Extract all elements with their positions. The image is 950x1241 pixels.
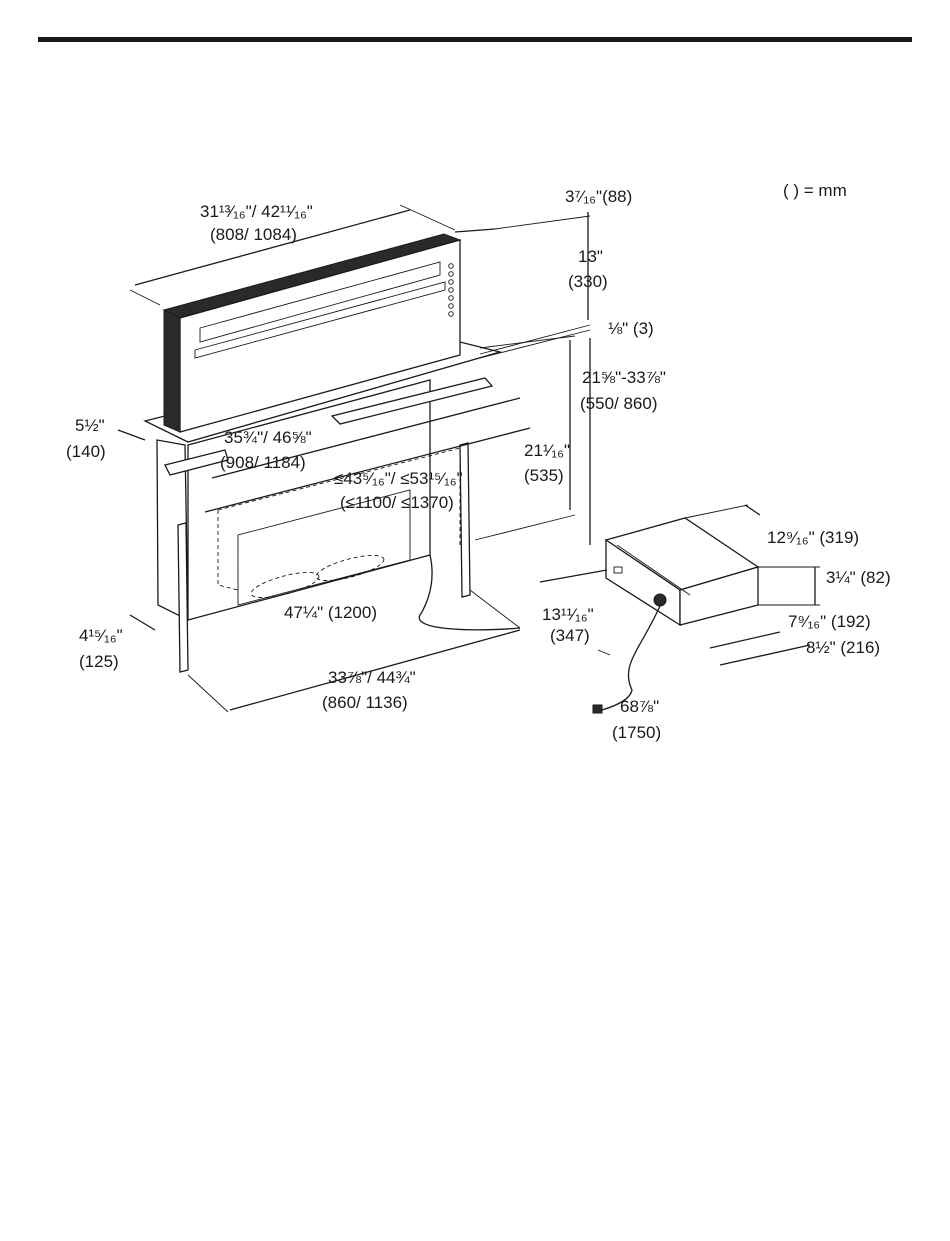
label-bracket-width: 35¾"/ 46⅝" xyxy=(224,428,312,447)
label-install-height-mm: (550/ 860) xyxy=(580,394,658,413)
label-rise-mm: (330) xyxy=(568,272,608,291)
rail-left xyxy=(178,523,188,672)
label-gap: ⅛" (3) xyxy=(608,319,654,338)
label-box-to-blower: 13¹¹⁄₁₆" xyxy=(542,605,594,624)
label-bottom-depth-mm: (125) xyxy=(79,652,119,671)
power-cord xyxy=(602,606,660,710)
label-hood-width-mm: (808/ 1084) xyxy=(210,225,297,244)
label-box-depth: 12⁹⁄₁₆" (319) xyxy=(767,528,859,547)
label-bracket-width-mm: (908/ 1184) xyxy=(220,453,306,472)
label-top-depth: 3⁷⁄₁₆"(88) xyxy=(565,187,632,206)
label-box-height: 3¼" (82) xyxy=(826,568,891,587)
label-cutout-width-mm: (≤1100/ ≤1370) xyxy=(340,493,454,512)
label-box-to-blower-mm: (347) xyxy=(550,626,590,645)
label-cutout-width: ≤43⁵⁄₁₆"/ ≤53¹⁵⁄₁₆" xyxy=(334,469,463,488)
units-legend: ( ) = mm xyxy=(783,181,847,200)
label-body-height: 21¹⁄₁₆" xyxy=(524,441,570,460)
blower-box-drawing xyxy=(593,518,758,713)
label-hood-width: 31¹³⁄₁₆"/ 42¹¹⁄₁₆" xyxy=(200,202,313,221)
label-left-depth-mm: (140) xyxy=(66,442,106,461)
label-base-width: 33⅞"/ 44¾" xyxy=(328,668,416,687)
label-box-width-a: 7⁹⁄₁₆" (192) xyxy=(788,612,871,631)
rail-right xyxy=(460,443,470,597)
label-cord-length: 68⅞" xyxy=(620,697,659,716)
blower-cord-grommet xyxy=(654,594,666,606)
label-left-depth: 5½" xyxy=(75,416,105,435)
power-plug xyxy=(593,705,602,713)
label-body-height-mm: (535) xyxy=(524,466,564,485)
label-install-height: 21⅝"-33⅞" xyxy=(582,368,666,387)
label-box-width-b: 8½" (216) xyxy=(806,638,880,657)
label-base-width-mm: (860/ 1136) xyxy=(322,693,408,712)
hood-left-side xyxy=(164,310,180,432)
label-rise: 13" xyxy=(578,247,603,266)
label-bottom-depth: 4¹⁵⁄₁₆" xyxy=(79,626,123,645)
label-cord-length-mm: (1750) xyxy=(612,723,661,742)
label-cable-length: 47¼" (1200) xyxy=(284,603,377,622)
